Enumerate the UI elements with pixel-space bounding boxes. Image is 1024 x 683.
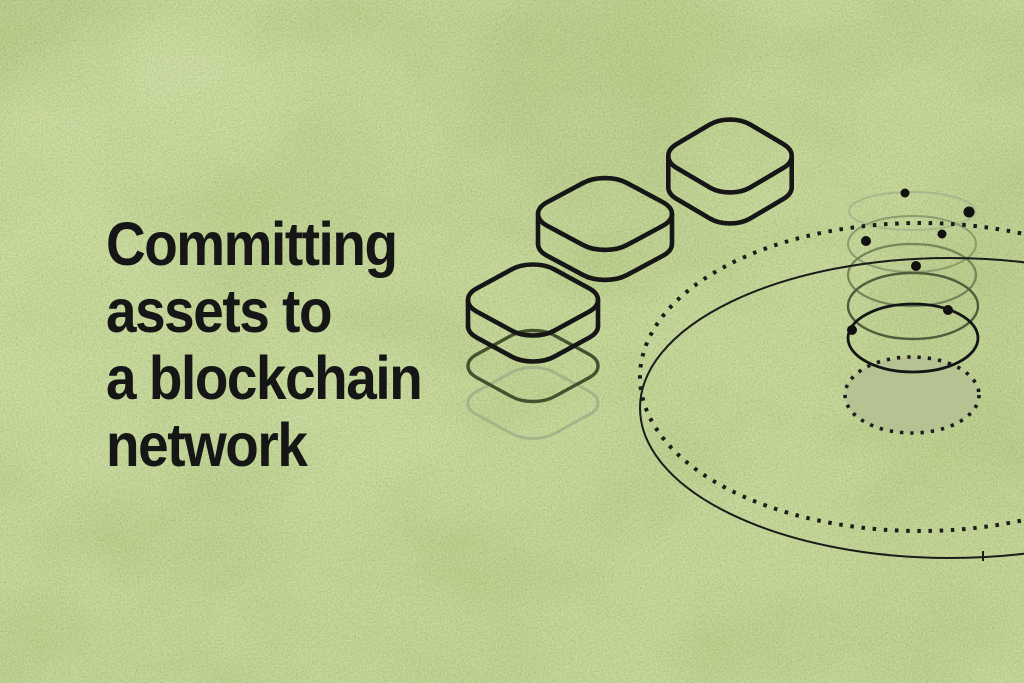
node-dot	[943, 305, 953, 315]
orbit-rings	[638, 221, 1024, 561]
page-title: Committing assets to a blockchain networ…	[106, 210, 423, 479]
title-line-2: assets to	[106, 277, 332, 345]
orbit-ring-solid	[639, 257, 1024, 559]
block-2	[525, 171, 685, 287]
coil-ring-4	[846, 271, 980, 341]
coil-ring-5	[846, 302, 980, 374]
node-dot	[963, 206, 975, 218]
title-line-1: Committing	[106, 210, 398, 278]
coil-shadow	[843, 355, 981, 435]
block-1	[456, 258, 611, 369]
node-dot	[911, 261, 921, 271]
coil-stack	[843, 191, 981, 435]
network-dots	[847, 188, 975, 335]
coil-ring-3	[846, 242, 978, 308]
coil-ring-1	[848, 191, 976, 231]
node-dot	[900, 188, 910, 198]
block-stack	[456, 113, 804, 447]
node-dot	[847, 325, 857, 335]
title-line-3: a blockchain	[106, 344, 423, 412]
node-dot	[861, 236, 871, 246]
title-line-4: network	[106, 411, 308, 479]
orbit-ring-dotted	[638, 221, 1024, 533]
block-3	[656, 113, 803, 231]
node-dot	[937, 229, 947, 239]
